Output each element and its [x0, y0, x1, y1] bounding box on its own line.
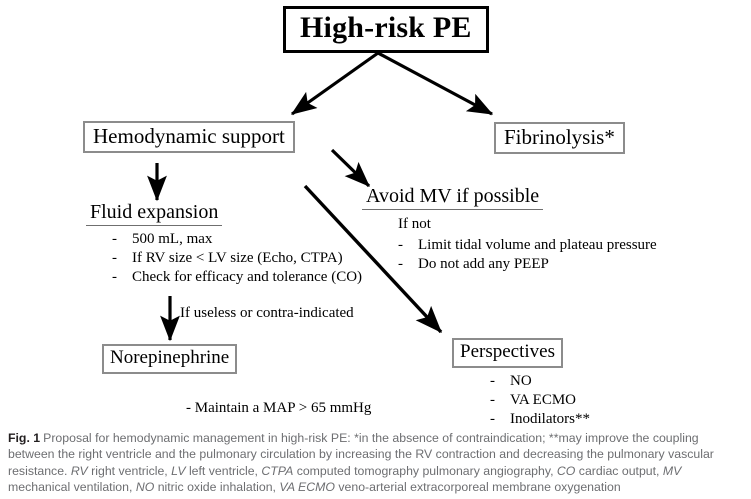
abbr-lv-def: left ventricle, — [185, 463, 262, 478]
abbr-ctpa: CTPA — [261, 463, 294, 478]
arrow-root-to-hemodynamic — [290, 51, 379, 116]
abbr-no-def: nitric oxide inhalation, — [154, 480, 280, 495]
abbr-mv-def: mechanical ventilation, — [8, 480, 136, 495]
bullet-dash-icon: - — [112, 231, 117, 247]
list-item: -Limit tidal volume and plateau pressure — [398, 236, 657, 255]
node-hemodynamic-support[interactable]: Hemodynamic support — [83, 121, 295, 154]
list-item-label: Limit tidal volume and plateau pressure — [418, 237, 657, 253]
abbr-va-ecmo-def: veno-arterial extracorporeal membrane ox… — [334, 480, 621, 495]
abbr-mv: MV — [662, 463, 682, 478]
bullet-dash-icon: - — [112, 269, 117, 285]
list-item: -Check for efficacy and tolerance (CO) — [112, 268, 362, 287]
list-avoid-mv: -Limit tidal volume and plateau pressure… — [398, 236, 657, 274]
list-item-label: Check for efficacy and tolerance (CO) — [132, 269, 363, 285]
label-if-not: If not — [398, 216, 431, 232]
abbr-co: CO — [556, 463, 576, 478]
abbr-rv: RV — [70, 463, 88, 478]
node-high-risk-pe[interactable]: High-risk PE — [283, 6, 489, 53]
node-fibrinolysis[interactable]: Fibrinolysis* — [494, 122, 625, 155]
list-item-label: Inodilators** — [510, 411, 590, 427]
list-perspectives: -NO -VA ECMO -Inodilators** — [490, 372, 590, 429]
list-item: -500 mL, max — [112, 230, 362, 249]
list-item: -Inodilators** — [490, 410, 590, 429]
heading-avoid-mv: Avoid MV if possible — [362, 185, 544, 210]
list-item: -If RV size < LV size (Echo, CTPA) — [112, 249, 362, 268]
abbr-no: NO — [135, 480, 155, 495]
list-item: -NO — [490, 372, 590, 391]
bullet-dash-icon: - — [398, 256, 403, 272]
list-item-label: 500 mL, max — [132, 231, 213, 247]
note-maintain-map: - Maintain a MAP > 65 mmHg — [186, 400, 372, 416]
list-item-label: VA ECMO — [510, 392, 576, 408]
node-perspectives[interactable]: Perspectives — [452, 338, 563, 368]
bullet-dash-icon: - — [112, 250, 117, 266]
edge-label-if-useless: If useless or contra-indicated — [180, 305, 354, 321]
caption-body: Proposal for hemodynamic management in h… — [8, 431, 714, 478]
abbr-co-def: cardiac output, — [575, 463, 663, 478]
abbr-ctpa-def: computed tomography pulmonary angiograph… — [293, 463, 557, 478]
list-item-label: Do not add any PEEP — [418, 256, 549, 272]
node-norepinephrine[interactable]: Norepinephrine — [102, 344, 238, 374]
arrow-root-to-fibrinolysis — [377, 51, 494, 116]
bullet-dash-icon: - — [398, 237, 403, 253]
list-item: -Do not add any PEEP — [398, 255, 657, 274]
list-fluid-expansion: -500 mL, max -If RV size < LV size (Echo… — [112, 230, 362, 287]
figure-label: Fig. 1 — [8, 431, 41, 445]
heading-fluid-expansion: Fluid expansion — [86, 201, 223, 226]
bullet-dash-icon: - — [490, 373, 495, 389]
abbr-rv-def: right ventricle, — [87, 463, 172, 478]
flowchart-canvas: High-risk PE Hemodynamic support Fibrino… — [83, 6, 657, 429]
list-item-label: If RV size < LV size (Echo, CTPA) — [132, 250, 343, 266]
arrow-hemodynamic-to-avoid-mv — [330, 148, 371, 188]
abbr-va-ecmo: VA ECMO — [279, 480, 335, 495]
bullet-dash-icon: - — [490, 411, 495, 427]
abbr-lv: LV — [171, 463, 186, 478]
list-item-label: NO — [510, 373, 532, 389]
list-item: -VA ECMO — [490, 391, 590, 410]
bullet-dash-icon: - — [490, 392, 495, 408]
